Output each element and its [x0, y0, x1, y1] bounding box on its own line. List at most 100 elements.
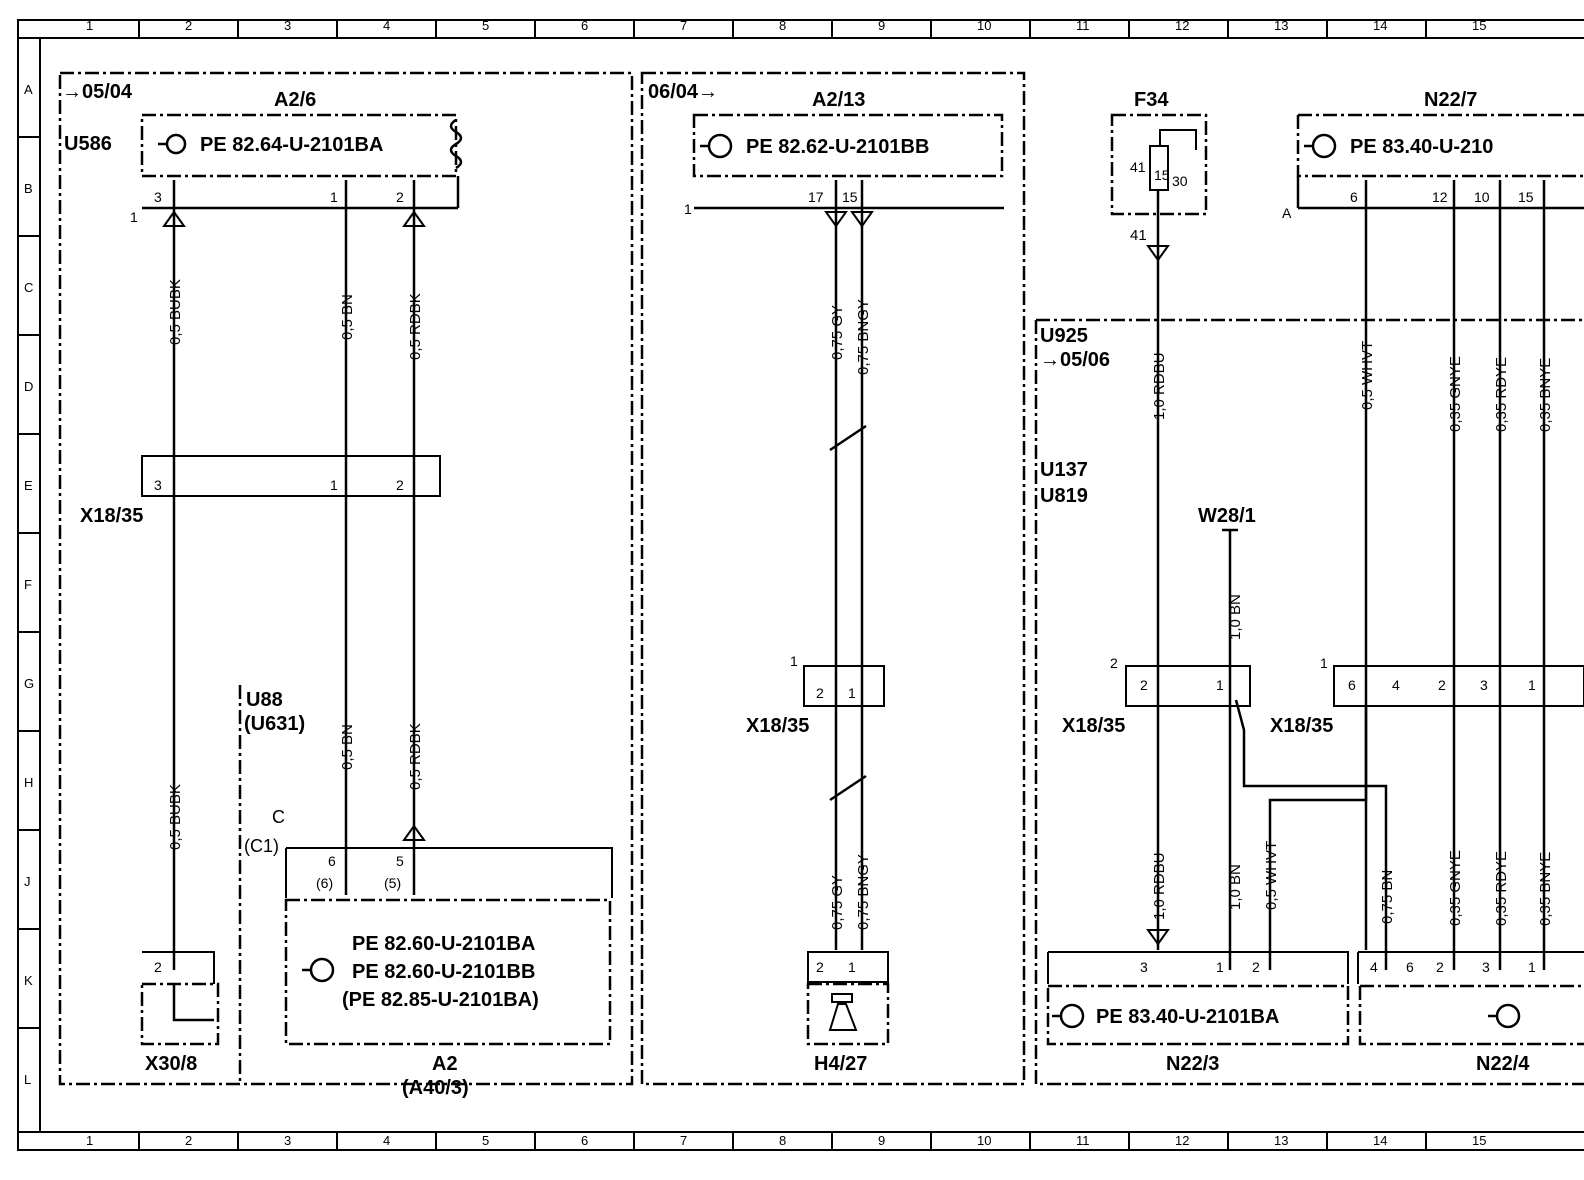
component-n22-4-name: N22/4 — [1476, 1053, 1530, 1075]
grid-col-label: 5 — [482, 18, 489, 33]
variant-middle: 06/04→ — [648, 81, 718, 103]
svg-text:2: 2 — [1438, 677, 1446, 693]
svg-text:17: 17 — [808, 189, 824, 205]
grid-row-label: E — [24, 478, 33, 493]
svg-text:2: 2 — [396, 477, 404, 493]
code-u137: U137 — [1040, 459, 1088, 481]
grid-col-label: 13 — [1274, 1133, 1288, 1148]
grid-row-label: K — [24, 973, 33, 988]
grid-row-label: H — [24, 775, 33, 790]
wire-label: 0,5 WHVT — [1359, 341, 1376, 410]
wire-label: 0,5 RDBK — [407, 723, 424, 790]
transistor-icon — [1304, 133, 1337, 159]
grid-row-label: D — [24, 379, 33, 394]
wire-label: 0,75 BNGY — [855, 854, 872, 930]
svg-text:30: 30 — [1172, 173, 1188, 189]
svg-text:2: 2 — [1140, 677, 1148, 693]
code-u925: U925 — [1040, 325, 1088, 347]
grid-col-label: 2 — [185, 18, 192, 33]
grid-col-label: 4 — [383, 18, 390, 33]
svg-text:4: 4 — [1392, 677, 1400, 693]
component-a2-ref2: PE 82.60-U-2101BB — [352, 961, 535, 983]
svg-text:5: 5 — [396, 853, 404, 869]
svg-text:1: 1 — [848, 959, 856, 975]
wire-label: 1,0 RDBU — [1151, 852, 1168, 920]
wire-label: 0,35 RDYE — [1493, 851, 1510, 926]
component-h4-27: H4/27 — [814, 1053, 867, 1075]
svg-text:1: 1 — [790, 653, 798, 669]
grid-col-label: 15 — [1472, 1133, 1486, 1148]
wire-label: 0,5 BN — [339, 724, 356, 770]
svg-text:2: 2 — [816, 685, 824, 701]
grid-col-label: 9 — [878, 1133, 885, 1148]
svg-text:2: 2 — [154, 959, 162, 975]
svg-text:(6): (6) — [316, 875, 333, 891]
svg-text:1: 1 — [1216, 959, 1224, 975]
grid-row-label: A — [24, 82, 33, 97]
variant-right: →05/06 — [1040, 349, 1110, 371]
svg-text:3: 3 — [154, 477, 162, 493]
grid-col-label: 14 — [1373, 1133, 1387, 1148]
svg-text:1: 1 — [1528, 677, 1536, 693]
grid-col-label: 10 — [977, 18, 991, 33]
svg-text:2: 2 — [816, 959, 824, 975]
connector-x18-35-mid: X18/35 — [746, 715, 809, 737]
component-f34-name: F34 — [1134, 89, 1169, 111]
wire-label: 0,5 BUBK — [167, 784, 184, 850]
grid-col-label: 13 — [1274, 18, 1288, 33]
grid-col-label: 15 — [1472, 18, 1486, 33]
grid-col-label: 4 — [383, 1133, 390, 1148]
grid-row-label: F — [24, 577, 32, 592]
component-a2-6-name: A2/6 — [274, 89, 316, 111]
svg-text:1: 1 — [1320, 655, 1328, 671]
grid-col-label: 1 — [86, 1133, 93, 1148]
grid-col-label: 11 — [1076, 18, 1090, 33]
grid-col-label: 8 — [779, 18, 786, 33]
svg-text:10: 10 — [1474, 189, 1490, 205]
svg-text:3: 3 — [154, 189, 162, 205]
svg-text:1: 1 — [848, 685, 856, 701]
grid-col-label: 11 — [1076, 1133, 1090, 1148]
grid-col-label: 10 — [977, 1133, 991, 1148]
grid-col-label: 12 — [1175, 18, 1189, 33]
svg-text:15: 15 — [1518, 189, 1534, 205]
svg-text:1: 1 — [684, 201, 692, 217]
component-a2-6-ref: PE 82.64-U-2101BA — [200, 134, 383, 156]
component-n22-3-ref: PE 83.40-U-2101BA — [1096, 1006, 1279, 1028]
wire-label: 0,35 RDYE — [1493, 357, 1510, 432]
code-u631: (U631) — [244, 713, 305, 735]
variant-left: →05/04 — [62, 81, 133, 103]
grid-col-label: 3 — [284, 1133, 291, 1148]
svg-text:(5): (5) — [384, 875, 401, 891]
svg-text:15: 15 — [842, 189, 858, 205]
code-u88: U88 — [246, 689, 283, 711]
svg-text:3: 3 — [1482, 959, 1490, 975]
component-w28-1: W28/1 — [1198, 505, 1256, 527]
svg-text:41: 41 — [1130, 159, 1146, 175]
component-n22-3-name: N22/3 — [1166, 1053, 1219, 1075]
wire-label: 0,35 GNYE — [1447, 850, 1464, 926]
component-a2-13-name: A2/13 — [812, 89, 865, 111]
wire-label: 0,5 BN — [339, 294, 356, 340]
grid-col-label: 5 — [482, 1133, 489, 1148]
svg-text:1: 1 — [1528, 959, 1536, 975]
connector-x18-35-right2: X18/35 — [1270, 715, 1333, 737]
grid-col-label: 6 — [581, 1133, 588, 1148]
component-a2-ref1: PE 82.60-U-2101BA — [352, 933, 535, 955]
svg-text:2: 2 — [396, 189, 404, 205]
svg-text:6: 6 — [1348, 677, 1356, 693]
wire-label: 0,75 GY — [829, 875, 846, 930]
component-a2-13-ref: PE 82.62-U-2101BB — [746, 136, 929, 158]
svg-text:2: 2 — [1252, 959, 1260, 975]
svg-text:6: 6 — [1350, 189, 1358, 205]
wire-label: 0,75 BN — [1379, 870, 1396, 924]
connector-x18-35-left: X18/35 — [80, 505, 143, 527]
grid-col-label: 2 — [185, 1133, 192, 1148]
transistor-icon — [1488, 1003, 1521, 1029]
svg-text:2: 2 — [1436, 959, 1444, 975]
wire-label: 0,75 GY — [829, 305, 846, 360]
speaker-icon — [828, 993, 858, 1031]
code-u586: U586 — [64, 133, 112, 155]
frame-border — [17, 19, 1584, 1151]
